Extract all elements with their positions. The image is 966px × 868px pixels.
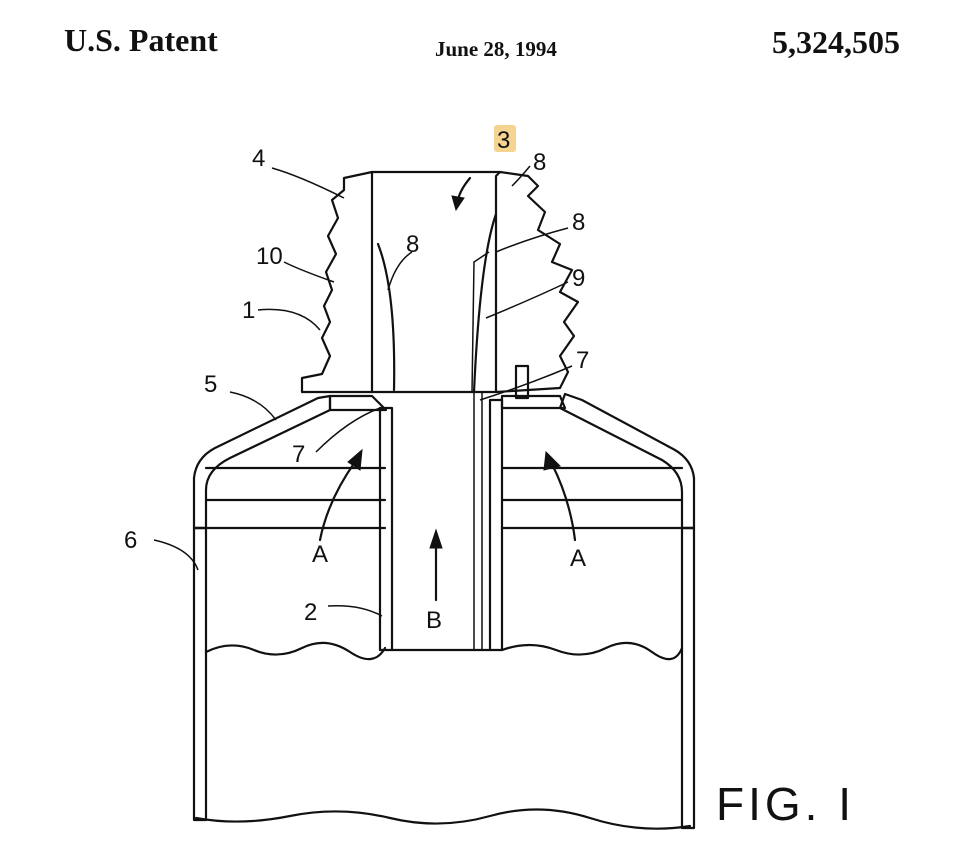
ref-label-6: 6: [124, 527, 137, 554]
flow-label-b: B: [426, 607, 442, 634]
container-shoulder: [192, 392, 696, 530]
liquid-surface: [194, 641, 692, 830]
ref-label-1: 1: [242, 297, 255, 324]
ref-label-4: 4: [252, 145, 265, 172]
flow-arrows: [318, 176, 577, 602]
patent-number: 5,324,505: [772, 24, 900, 60]
patent-date: June 28, 1994: [435, 37, 557, 61]
ref-label-7-left: 7: [292, 441, 305, 468]
ref-label-9: 9: [572, 265, 585, 292]
ref-label-8-top: 8: [533, 149, 546, 176]
container-wall: [192, 526, 696, 830]
patent-header-title: U.S. Patent: [64, 22, 218, 58]
inner-tube: [378, 392, 504, 652]
ref-label-10: 10: [256, 243, 283, 270]
leader-lines: [153, 165, 573, 617]
ref-label-3: 3: [497, 127, 510, 154]
collar-rings: [328, 364, 567, 412]
ref-label-5: 5: [204, 371, 217, 398]
spout-bore: [370, 170, 502, 394]
figure-caption: FIG. I: [716, 778, 855, 830]
neck-right: [494, 170, 580, 394]
ref-label-8-right: 8: [572, 209, 585, 236]
flow-label-a-right: A: [570, 545, 586, 572]
inner-lines: [192, 466, 696, 530]
label-3-highlight: [494, 125, 516, 152]
ref-label-8-center: 8: [406, 231, 419, 258]
neck-left: [300, 170, 374, 394]
ref-label-7-right: 7: [576, 347, 589, 374]
flow-label-a-left: A: [312, 541, 328, 568]
ref-label-2: 2: [304, 599, 317, 626]
